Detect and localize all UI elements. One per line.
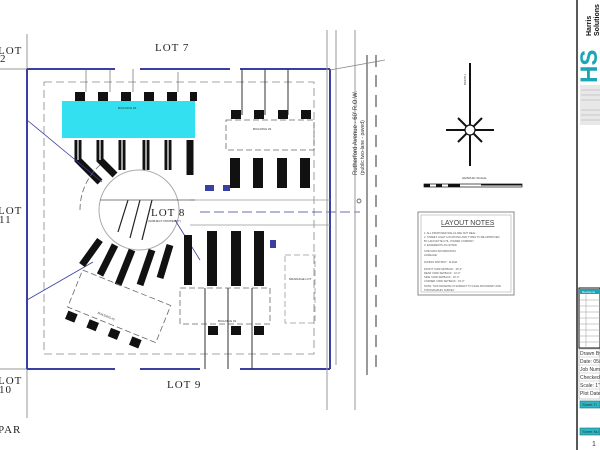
lot-2-label-b: 2: [0, 53, 7, 65]
north-label: NORTH: [463, 74, 467, 85]
lot-7-label: LOT 7: [155, 42, 189, 54]
setback-lines: [43, 81, 315, 355]
layout-notes: LAYOUT NOTES 1. ALL PROPOSED WALLS ARE N…: [417, 211, 515, 296]
svg-text:ZONING DISTRICT : M-2MA: ZONING DISTRICT : M-2MA: [424, 260, 458, 264]
svg-text:Plot Date: Plot Date: [580, 391, 600, 397]
sheet-title-label: Sheet Ti: [582, 402, 597, 407]
svg-text:Scale: 1": Scale: 1": [580, 383, 600, 389]
svg-text:Revisions: Revisions: [582, 290, 596, 294]
svg-text:SIDE YARD SETBACK : 10'-0": SIDE YARD SETBACK : 10'-0": [424, 275, 459, 279]
svg-text:Date: 05/: Date: 05/: [580, 359, 600, 365]
parking-stalls-southwest: [79, 237, 174, 287]
building-3: BUILDING #3: [62, 69, 197, 138]
svg-text:BUILDING #3: BUILDING #3: [118, 106, 137, 110]
graphic-scale: GRAPHIC SCALE: [423, 176, 523, 188]
sheet-number-label: Sheet Nu: [582, 429, 599, 434]
svg-text:NOTE: THIS DRAWING IS SUBJECT: NOTE: THIS DRAWING IS SUBJECT TO FINAL B…: [424, 284, 501, 288]
layout-notes-title: LAYOUT NOTES: [441, 220, 495, 227]
lot-9-label: LOT 9: [167, 379, 201, 391]
svg-text:BUILDING #2: BUILDING #2: [97, 311, 116, 322]
svg-text:ACREAGE:: ACREAGE:: [424, 253, 438, 257]
svg-text:2. STREET LIGHT LOCATIONS AND: 2. STREET LIGHT LOCATIONS AND TYPES TO B…: [424, 235, 500, 239]
building-1: BUILDING #1: [179, 287, 271, 369]
svg-text:GRAPHIC SCALE: GRAPHIC SCALE: [462, 176, 486, 180]
company-name-line1: Harris: [586, 16, 593, 36]
street-rutherford-avenue: Rutherford Avenue - 60' R.O.W. (public t…: [326, 30, 386, 410]
svg-text:Checked: Checked: [580, 375, 600, 381]
utility-markers: [205, 185, 276, 248]
svg-text:SITE DATA INFORMATION:: SITE DATA INFORMATION:: [424, 249, 457, 253]
svg-text:REAR YARD SETBACK : 10'-0": REAR YARD SETBACK : 10'-0": [424, 271, 461, 275]
svg-text:CORNER YARD SETBACK : 15'-0": CORNER YARD SETBACK : 15'-0": [424, 279, 465, 283]
svg-text:(public two-lane - paved): (public two-lane - paved): [360, 120, 366, 175]
svg-text:DRAINAGE LOT: DRAINAGE LOT: [289, 277, 312, 281]
drainage-lot: DRAINAGE LOT: [284, 254, 316, 324]
lot-8-label: LOT 8: [151, 207, 185, 219]
stall-separators-north: [77, 140, 169, 170]
north-arrow: NORTH: [446, 63, 494, 166]
lot-10-label-a: LOT: [0, 375, 22, 387]
svg-text:FRONT YARD SETBACK : 25'-0": FRONT YARD SETBACK : 25'-0": [424, 267, 462, 271]
sheet-number-value: 1: [592, 441, 596, 448]
lot-8-circle: LOT 8 (SUBJECT PROPERTY): [79, 164, 195, 251]
svg-text:BY LAFAYETTE UTIL. POWER COMPA: BY LAFAYETTE UTIL. POWER COMPANY.: [424, 239, 475, 243]
parking-stalls-northeast: [230, 158, 310, 188]
svg-text:TOPOGRAPHIC SURVEY.: TOPOGRAPHIC SURVEY.: [424, 288, 455, 292]
lot-labels: LOT 7 LOT 9 LOT 2 LOT 11 LOT 10 PAR: [0, 42, 201, 436]
svg-text:BUILDING #1: BUILDING #1: [218, 319, 237, 323]
svg-text:BUILDING #4: BUILDING #4: [253, 127, 272, 131]
title-block: Harris Solutions HS Revisions: [576, 0, 600, 450]
svg-text:Drawn By:: Drawn By:: [580, 351, 600, 357]
building-4: BUILDING #4: [225, 69, 315, 151]
company-name-line2: Solutions: [594, 4, 600, 36]
title-block-fields: Drawn By: Date: 05/ Job Numb Checked Sca…: [578, 348, 600, 400]
svg-text:HS: HS: [576, 50, 600, 83]
svg-text:3. EASEMENTS AS NOTED.: 3. EASEMENTS AS NOTED.: [424, 243, 458, 247]
svg-text:1. ALL PROPOSED WALLS ARE NOT: 1. ALL PROPOSED WALLS ARE NOT REAL.: [424, 231, 477, 235]
lot-10-label-b: 10: [0, 384, 12, 396]
lot-8-sublabel: (SUBJECT PROPERTY): [148, 219, 181, 223]
svg-text:Job Numb: Job Numb: [580, 367, 600, 373]
parking-stalls-south: [184, 231, 264, 286]
lot-2-label-a: LOT: [0, 45, 22, 57]
corner-fragment-label: PAR: [0, 424, 21, 436]
company-logo-icon: HS: [576, 50, 600, 83]
property-boundary: [26, 68, 331, 370]
drive-aisle: [190, 199, 360, 226]
building-2: BUILDING #2: [65, 269, 172, 349]
svg-text:Rutherford Avenue - 60' R.O.W.: Rutherford Avenue - 60' R.O.W.: [353, 91, 359, 175]
lot-11-label-b: 11: [0, 214, 12, 226]
lot-11-label-a: LOT: [0, 205, 22, 217]
